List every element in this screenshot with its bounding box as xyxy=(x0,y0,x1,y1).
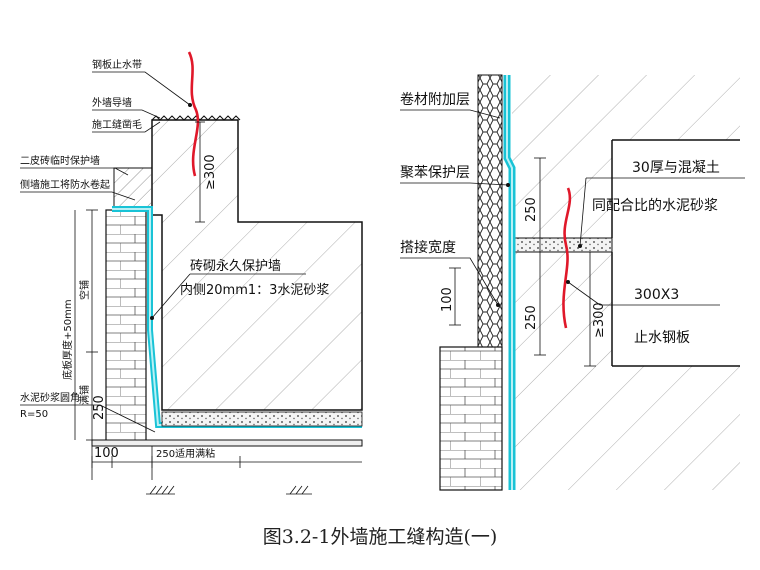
label-empty-brick: 空铺 xyxy=(78,280,91,300)
dim-right-250-top: 250 xyxy=(524,197,539,222)
label-plate-name: 止水钢板 xyxy=(634,330,690,346)
label-polystyrene: 聚苯保护层 xyxy=(400,164,470,181)
left-base-mortar xyxy=(161,411,363,427)
label-perm-wall: 砖砌永久保护墙 xyxy=(190,259,281,274)
left-lower-slab xyxy=(91,439,363,447)
dim-right-100: 100 xyxy=(440,287,455,312)
label-full-brick: 满铺 xyxy=(78,385,91,405)
right-mortar-band xyxy=(511,237,613,253)
dim-left-250: 250 xyxy=(92,395,107,420)
right-concrete-lower xyxy=(512,252,740,490)
dim-right-250-bottom: 250 xyxy=(524,305,539,330)
right-brick-wall xyxy=(439,346,503,491)
label-mortar-fillet-1: 水泥砂浆圆角 xyxy=(20,391,80,404)
dim-left-100: 100 xyxy=(94,446,119,461)
left-detail: 钢板止水带 外墙导墙 施工缝凿毛 二皮砖临时保护墙 侧墙施工将防水卷起 砖砌永久… xyxy=(20,51,363,495)
label-inner-plaster: 内侧20mm1：3水泥砂浆 xyxy=(180,282,329,298)
label-mortar-fillet-2: R=50 xyxy=(20,409,48,420)
right-detail: 卷材附加层 聚苯保护层 搭接宽度 30厚与混凝土 同配合比的水泥砂浆 300X3… xyxy=(400,74,745,491)
label-temp-wall-2: 侧墙施工将防水卷起 xyxy=(20,178,110,191)
right-steel-waterstop xyxy=(562,187,572,329)
left-brick-wall xyxy=(105,209,147,443)
label-steel-waterstop: 钢板止水带 xyxy=(92,58,142,71)
label-temp-wall-1: 二皮砖临时保护墙 xyxy=(20,154,100,167)
label-membrane-layer: 卷材附加层 xyxy=(400,92,470,108)
label-outer-guide-wall: 外墙导墙 xyxy=(92,96,132,109)
dim-left-250-bottom: 250适用满粘 xyxy=(156,447,215,460)
label-joint-rough: 施工缝凿毛 xyxy=(92,118,142,131)
left-concrete-body xyxy=(151,119,363,411)
label-plate-size: 300X3 xyxy=(634,287,679,303)
left-steel-waterstop xyxy=(187,51,200,177)
dim-right-300: ≥300 xyxy=(592,302,607,338)
label-overlap: 搭接宽度 xyxy=(400,239,456,256)
label-concrete-note-2: 同配合比的水泥砂浆 xyxy=(592,198,718,214)
dim-left-300: ≥300 xyxy=(203,154,218,190)
left-temp-wall xyxy=(113,167,153,209)
label-concrete-note-1: 30厚与混凝土 xyxy=(632,160,720,176)
right-membrane-inner xyxy=(506,75,513,490)
label-vertical-dim: 底板厚度+50mm xyxy=(61,299,74,380)
left-joint-rough-line xyxy=(151,115,241,121)
figure-caption: 图3.2-1外墙施工缝构造(一) xyxy=(262,526,498,548)
